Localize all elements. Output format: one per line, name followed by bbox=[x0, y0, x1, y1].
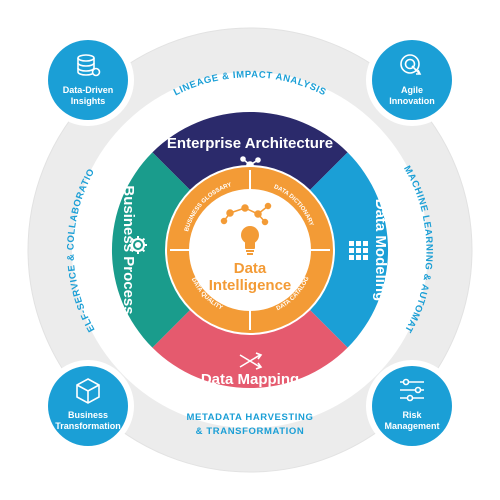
outer-ring bbox=[28, 28, 472, 472]
lightbulb-icon bbox=[241, 226, 259, 255]
center-title-line1: Data bbox=[234, 260, 267, 277]
badge-agile-innovation: Agile Innovation bbox=[366, 34, 458, 126]
gear-icon bbox=[129, 236, 147, 254]
segment-label-business-process: Business Process bbox=[120, 185, 137, 314]
database-gear-icon bbox=[77, 54, 101, 77]
cube-icon bbox=[76, 378, 100, 404]
outer-ring-edge bbox=[27, 27, 473, 473]
segment-label-data-mapping: Data Mapping bbox=[201, 371, 299, 388]
target-cursor-icon bbox=[400, 54, 422, 75]
ring-text-bottom-1: METADATA HARVESTING bbox=[187, 412, 314, 423]
ring-text-bottom-2: & TRANSFORMATION bbox=[196, 426, 305, 437]
segment-business-process bbox=[111, 152, 190, 348]
badge-label-line1: Risk bbox=[402, 410, 422, 420]
segment-enterprise-architecture bbox=[152, 111, 348, 190]
center-title-line2: Intelligence bbox=[209, 277, 292, 294]
sliders-icon bbox=[400, 378, 424, 402]
badge-label-line2: Transformation bbox=[55, 421, 121, 431]
segment-data-mapping bbox=[152, 310, 348, 389]
segment-label-data-modeling: Data Modeling bbox=[372, 199, 389, 302]
badge-label-line1: Business bbox=[68, 410, 108, 420]
badge-label-line2: Innovation bbox=[389, 96, 435, 106]
badge-label-line1: Agile bbox=[401, 85, 423, 95]
segment-label-enterprise-architecture: Enterprise Architecture bbox=[167, 135, 333, 152]
badge-label-line2: Management bbox=[384, 421, 439, 431]
badge-risk-management: Risk Management bbox=[366, 360, 458, 452]
mapping-arrows-icon bbox=[239, 352, 263, 370]
network-nodes-icon bbox=[220, 202, 272, 226]
badge-business-transformation: Business Transformation bbox=[42, 360, 134, 452]
badge-label-line1: Data-Driven bbox=[63, 85, 114, 95]
badge-label-line2: Insights bbox=[71, 96, 106, 106]
grid-blocks-icon bbox=[349, 241, 368, 260]
badge-data-driven-insights: Data-Driven Insights bbox=[42, 34, 134, 126]
